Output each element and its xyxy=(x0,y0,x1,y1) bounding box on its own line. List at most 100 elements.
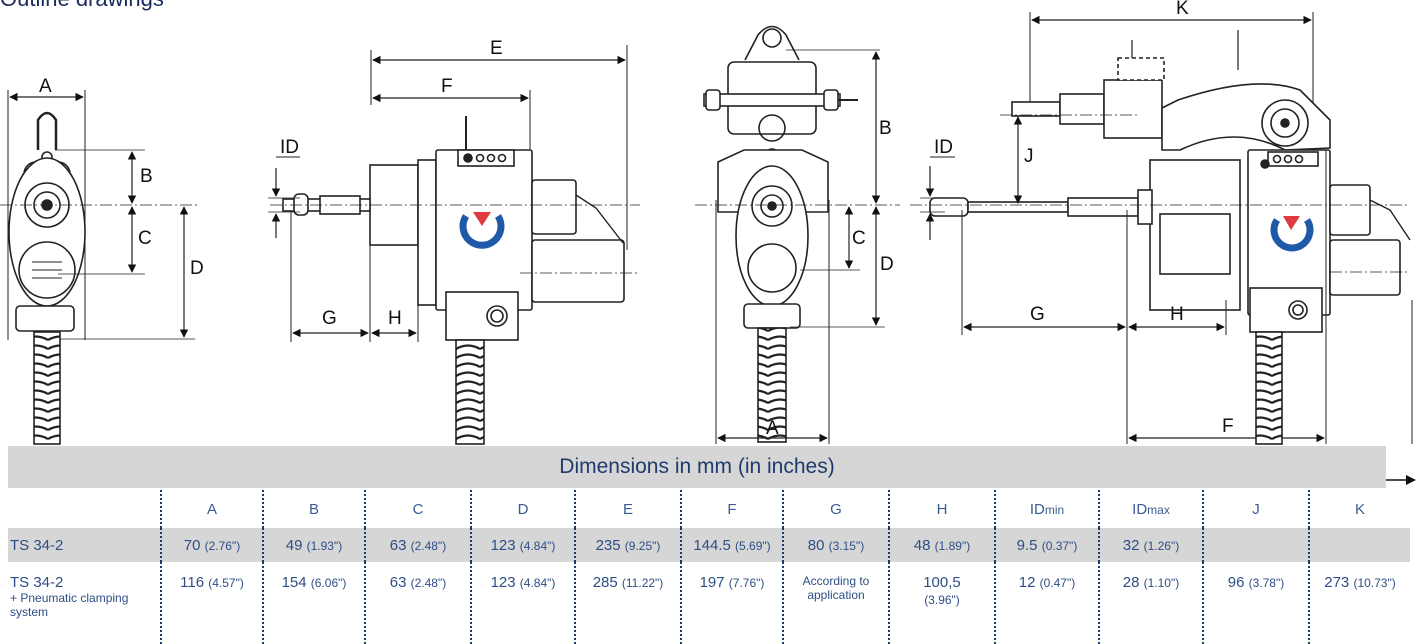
dim-label-b2: B xyxy=(879,118,892,139)
table-cell: 49 (1.93") xyxy=(262,528,365,562)
table-corner xyxy=(8,490,161,528)
dim-label-a: A xyxy=(39,76,52,97)
cell-inch-value: (2.76") xyxy=(204,538,241,553)
cell-value: 32 xyxy=(1122,536,1140,554)
table-row: TS 34-2 70 (2.76") 49 (1.93") 63 (2.48")… xyxy=(8,528,1410,562)
table-cell: 63 (2.48") xyxy=(364,528,471,562)
table-cell: 70 (2.76") xyxy=(160,528,263,562)
table-header-row: A B C D E F G H IDmin IDmax J K xyxy=(8,490,1410,528)
table-cell xyxy=(1308,528,1410,562)
cell-inch-value: (4.84") xyxy=(519,538,556,553)
table-cell: 100,5(3.96") xyxy=(888,562,995,644)
page-title: Outline drawings xyxy=(0,0,164,12)
table-cell: 32 (1.26") xyxy=(1098,528,1203,562)
cell-value: 144.5 xyxy=(693,536,731,554)
cell-value: 100,5 xyxy=(923,574,961,591)
table-cell: 197 (7.76") xyxy=(680,562,783,644)
dim-label-j: J xyxy=(1024,146,1034,167)
dim-label-f: F xyxy=(441,76,453,97)
cell-inch-value: (11.22") xyxy=(621,576,664,590)
row-label: TS 34-2 + Pneumatic clamping system xyxy=(8,562,161,644)
dimensions-heading: Dimensions in mm (in inches) xyxy=(8,446,1386,488)
cell-value: 80 xyxy=(807,536,825,554)
cell-value: 12 xyxy=(1018,574,1036,591)
cell-inch-value: (4.84") xyxy=(519,576,556,590)
dim-label-id: ID xyxy=(280,137,299,158)
col-header-suffix: max xyxy=(1147,502,1170,517)
cell-inch-value: (0.37") xyxy=(1041,538,1078,553)
dim-label-d2: D xyxy=(880,254,894,275)
dim-label-g: G xyxy=(322,308,337,329)
dim-label-id2: ID xyxy=(934,137,953,158)
cell-value: 28 xyxy=(1122,574,1140,591)
col-header-suffix: min xyxy=(1044,502,1065,517)
view-front-clamping xyxy=(695,25,900,444)
cell-inch-value: (2.48") xyxy=(410,538,447,553)
cell-value: 197 xyxy=(699,574,725,591)
cell-value: 48 xyxy=(913,536,931,554)
cell-inch-value: (3.78") xyxy=(1248,576,1285,590)
table-cell: 154 (6.06") xyxy=(262,562,365,644)
table-cell: 28 (1.10") xyxy=(1098,562,1203,644)
cell-value: 123 xyxy=(490,536,516,554)
cell-value: 273 xyxy=(1324,574,1350,591)
cell-inch-value: (0.47") xyxy=(1039,576,1076,590)
cell-inch-value: (10.73") xyxy=(1353,576,1396,590)
row-label: TS 34-2 xyxy=(8,528,161,562)
table-cell: 123 (4.84") xyxy=(470,528,575,562)
cell-inch-value: (4.57") xyxy=(208,576,244,590)
outline-drawings: A B C D E F ID G H B C D A K ID J G H F xyxy=(0,0,1413,445)
table-cell: 273 (10.73") xyxy=(1308,562,1410,644)
cell-inch-value: (6.06") xyxy=(310,576,347,590)
dim-label-c: C xyxy=(138,228,152,249)
col-header-idmax: IDmax xyxy=(1098,490,1203,528)
cell-value: 70 xyxy=(183,536,201,554)
cell-value: 235 xyxy=(595,536,621,554)
col-header-d: D xyxy=(470,490,575,528)
cell-inch-value: (1.89") xyxy=(934,538,971,553)
row-label-sub: + Pneumatic clamping system xyxy=(10,591,129,619)
view-front xyxy=(0,90,200,445)
dim-label-a2: A xyxy=(766,418,779,439)
table-cell: 63 (2.48") xyxy=(364,562,471,644)
cell-inch-value: (7.76") xyxy=(728,576,765,590)
table-cell: 12 (0.47") xyxy=(994,562,1099,644)
dim-label-g2: G xyxy=(1030,304,1045,325)
cell-value: 285 xyxy=(592,574,618,591)
col-header-j: J xyxy=(1202,490,1309,528)
col-header-idmin-text: IDmin xyxy=(1029,500,1065,518)
col-header-b: B xyxy=(262,490,365,528)
col-header-k: K xyxy=(1308,490,1410,528)
dim-label-h: H xyxy=(388,308,402,329)
cell-value: 116 xyxy=(180,574,205,591)
cell-value: 49 xyxy=(285,536,303,554)
dim-label-h2: H xyxy=(1170,304,1184,325)
col-header-h: H xyxy=(888,490,995,528)
dim-label-d: D xyxy=(190,258,204,279)
table-cell: 123 (4.84") xyxy=(470,562,575,644)
table-cell: According to application xyxy=(782,562,889,644)
dimensions-table: A B C D E F G H IDmin IDmax J K TS 34-2 … xyxy=(8,490,1410,644)
cell-value: 63 xyxy=(389,536,407,554)
cell-inch-value: (9.25") xyxy=(624,538,661,553)
cell-inch-value: (5.69") xyxy=(735,538,771,553)
table-cell: 9.5 (0.37") xyxy=(994,528,1099,562)
cell-inch-value: (1.10") xyxy=(1143,576,1180,590)
col-header-c: C xyxy=(364,490,471,528)
cell-value: According to application xyxy=(802,574,870,602)
cell-value: 123 xyxy=(490,574,516,591)
row-label-main: TS 34-2 xyxy=(10,574,64,591)
dim-label-k: K xyxy=(1176,0,1189,19)
cell-value: 9.5 xyxy=(1016,536,1038,554)
col-header-idmax-text: IDmax xyxy=(1132,500,1170,518)
table-cell: 48 (1.89") xyxy=(888,528,995,562)
cell-inch-value: (1.93") xyxy=(306,538,343,553)
dim-label-b: B xyxy=(140,166,153,187)
cell-value: 96 xyxy=(1227,574,1245,591)
cell-inch-value: (3.15") xyxy=(828,538,865,553)
dim-label-e: E xyxy=(490,38,503,59)
table-cell: 235 (9.25") xyxy=(574,528,681,562)
table-cell xyxy=(1202,528,1309,562)
view-side-clamping xyxy=(910,12,1413,445)
dim-label-c2: C xyxy=(852,228,866,249)
